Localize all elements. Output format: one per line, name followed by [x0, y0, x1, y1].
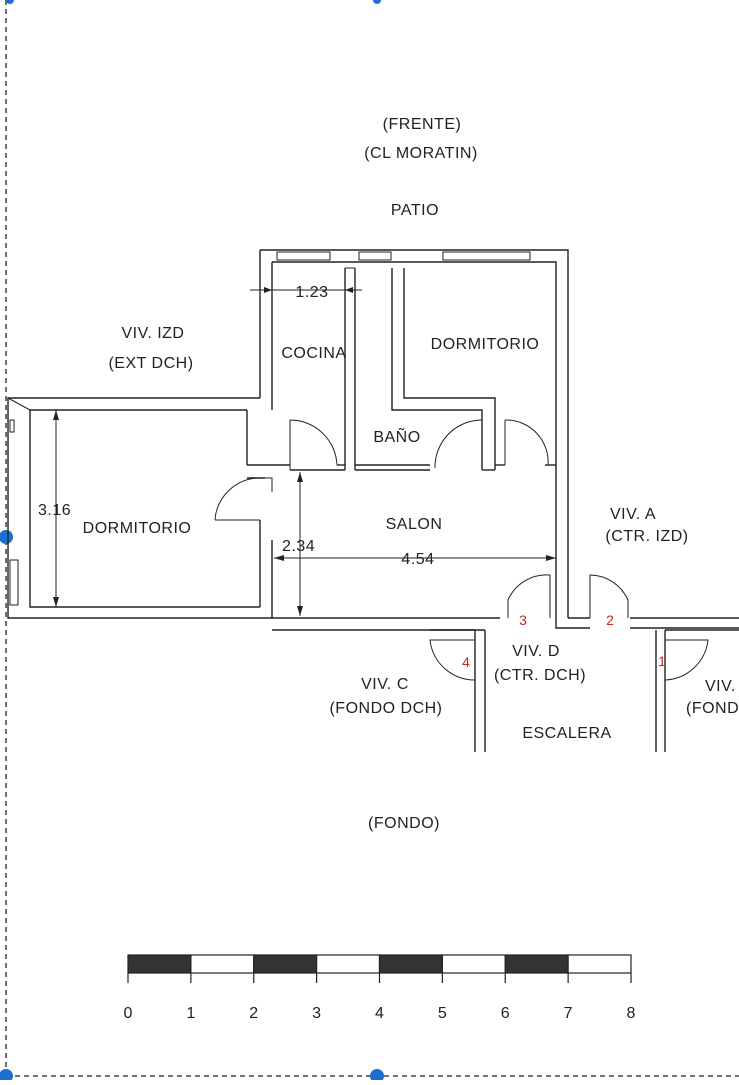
selection-handle-bottom-left[interactable] [0, 1069, 13, 1083]
scale-bar-tick-label: 3 [312, 1005, 321, 1022]
scale-bar-tick-label: 1 [186, 1005, 195, 1022]
scale-bar-tick-label: 7 [564, 1005, 573, 1022]
label-ext-dch: (EXT DCH) [108, 355, 193, 372]
label-viv-a: VIV. A [610, 506, 656, 523]
room-label-dormitorio-top: DORMITORIO [431, 336, 540, 353]
selection-handle-left[interactable] [0, 530, 13, 544]
scale-bar-segment [441, 954, 506, 974]
dimension-salon-height: 2.34 [282, 538, 315, 555]
label-frente: (FRENTE) [383, 116, 462, 133]
scale-bar-tick-label: 5 [438, 1005, 447, 1022]
label-ctr-izd: (CTR. IZD) [605, 528, 688, 545]
scale-bar-segment [378, 954, 443, 974]
label-viv-c: VIV. C [361, 676, 409, 693]
dimension-dormitorio-height: 3.16 [38, 502, 71, 519]
scale-bar-segment [316, 954, 381, 974]
selection-handle-bottom[interactable] [370, 1069, 384, 1083]
scale-bar-segment [127, 954, 192, 974]
label-fond-right: (FOND [686, 700, 739, 717]
label-viv-d: VIV. D [512, 643, 560, 660]
scale-bar: 0 1 2 3 4 5 6 7 8 [124, 954, 636, 1022]
door-number-3: 3 [519, 612, 527, 628]
selection-handle-top[interactable] [373, 0, 381, 4]
scale-bar-tick-label: 4 [375, 1005, 384, 1022]
doors [214, 419, 709, 681]
dimension-cocina-width: 1.23 [295, 284, 328, 301]
scale-bar-tick-label: 0 [124, 1005, 133, 1022]
scale-bar-segment [253, 954, 318, 974]
label-patio: PATIO [391, 202, 439, 219]
label-fondo: (FONDO) [368, 815, 440, 832]
door-number-4: 4 [462, 654, 470, 670]
dimension-salon-width: 4.54 [401, 551, 434, 568]
scale-bar-segment [567, 954, 632, 974]
scale-bar-tick-label: 8 [627, 1005, 636, 1022]
room-label-bano: BAÑO [373, 426, 420, 446]
selection-handle-top-left[interactable] [6, 0, 14, 4]
label-ctr-dch: (CTR. DCH) [494, 667, 586, 684]
scale-bar-tick-label: 6 [501, 1005, 510, 1022]
label-fondo-dch: (FONDO DCH) [329, 700, 442, 717]
door-number-2: 2 [606, 612, 614, 628]
scale-bar-segment [504, 954, 569, 974]
room-label-salon: SALON [386, 516, 443, 533]
dimension-lines [53, 287, 556, 616]
room-label-dormitorio-left: DORMITORIO [83, 520, 192, 537]
door-number-1: 1 [658, 653, 666, 669]
scale-bar-tick-label: 2 [249, 1005, 258, 1022]
label-street: (CL MORATIN) [364, 145, 478, 162]
label-viv-izd: VIV. IZD [122, 325, 185, 342]
label-viv-right: VIV. [705, 678, 736, 695]
room-label-cocina: COCINA [281, 345, 346, 362]
label-escalera: ESCALERA [522, 725, 611, 742]
scale-bar-segment [190, 954, 255, 974]
